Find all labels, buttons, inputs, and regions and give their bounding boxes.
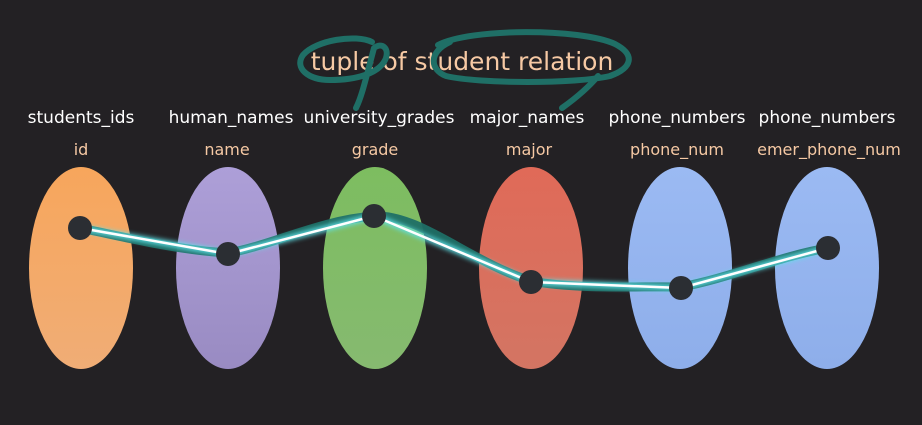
domain-label: major_names <box>470 108 585 128</box>
domain-label: students_ids <box>28 108 135 128</box>
attribute-label: emer_phone_num <box>757 140 901 160</box>
domain-label: phone_numbers <box>759 108 896 128</box>
attribute-label: major <box>506 140 553 159</box>
diagram-title: tuple of student relation <box>311 47 614 76</box>
attribute-label: name <box>204 140 249 159</box>
tuple-value-dot <box>68 216 92 240</box>
tuple-value-dot <box>669 276 693 300</box>
domain-ellipse-university-grades <box>323 167 427 369</box>
attribute-label: id <box>74 140 89 159</box>
tuple-line <box>79 214 829 290</box>
tuple-value-dot <box>362 204 386 228</box>
domain-label: human_names <box>169 108 294 128</box>
circle-scribble-icon <box>297 35 390 111</box>
attribute-label: grade <box>352 140 399 159</box>
attribute-label: phone_num <box>630 140 724 160</box>
circle-scribble-icon <box>430 29 632 111</box>
tuple-value-dot <box>519 270 543 294</box>
domain-ellipse-major-names <box>479 167 583 369</box>
domain-ellipse-phone-numbers-emergency <box>775 167 879 369</box>
domain-ellipse-human-names <box>176 167 280 369</box>
domain-label: phone_numbers <box>609 108 746 128</box>
domain-label: university_grades <box>304 108 455 128</box>
tuple-value-dot <box>816 236 840 260</box>
tuple-value-dot <box>216 242 240 266</box>
domain-ellipse-students-ids <box>29 167 133 369</box>
domain-ellipse-phone-numbers <box>628 167 732 369</box>
